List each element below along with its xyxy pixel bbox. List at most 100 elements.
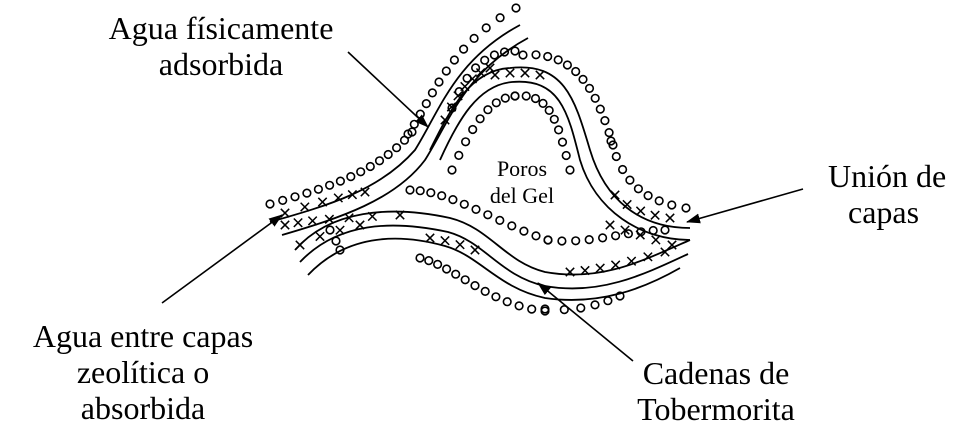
label-cadenas-tobermorita-line2: Tobermorita	[606, 391, 826, 427]
water-circle	[481, 288, 489, 296]
water-circle	[564, 61, 572, 69]
water-circle	[559, 138, 567, 146]
water-circle	[544, 236, 552, 244]
water-circle	[503, 298, 511, 306]
water-circle	[266, 200, 274, 208]
water-circle	[384, 151, 392, 159]
water-circle	[470, 35, 478, 43]
water-circle	[315, 186, 323, 194]
water-circle	[393, 144, 401, 152]
water-circle	[406, 186, 414, 194]
label-poros-gel-line2: del Gel	[452, 182, 592, 209]
water-circle	[511, 47, 519, 55]
label-cadenas-tobermorita-line1: Cadenas de	[606, 355, 826, 391]
water-circle	[279, 197, 287, 205]
water-cross	[491, 71, 499, 79]
water-cross	[611, 261, 619, 269]
water-cross	[301, 203, 309, 211]
water-circle	[558, 237, 566, 245]
water-cross	[348, 190, 356, 198]
label-union-capas-line1: Unión de	[828, 158, 977, 194]
water-circle	[512, 4, 520, 12]
water-circle	[619, 166, 627, 174]
water-circle	[376, 157, 384, 165]
water-circle	[451, 56, 459, 64]
water-circle	[528, 305, 536, 313]
water-circle	[337, 177, 345, 185]
water-circle	[496, 14, 504, 22]
water-circle	[532, 51, 540, 59]
water-circle	[411, 121, 419, 129]
water-circle	[511, 92, 519, 100]
water-circle	[423, 100, 431, 108]
label-union-capas-line2: capas	[828, 194, 977, 230]
arrow-union-capas	[687, 189, 803, 222]
label-agua-fisica-line1: Agua físicamente	[82, 10, 360, 46]
water-circle	[635, 185, 643, 193]
water-circle	[655, 197, 663, 205]
water-cross	[281, 221, 289, 229]
water-circle	[476, 115, 484, 123]
water-circle	[605, 129, 613, 137]
water-cross	[308, 217, 316, 225]
water-cross	[461, 82, 469, 90]
water-circle	[554, 56, 562, 64]
label-poros-gel: Poros del Gel	[452, 155, 592, 209]
water-cross	[506, 69, 514, 77]
water-circle	[572, 237, 580, 245]
water-circle	[515, 302, 523, 310]
water-cross	[666, 214, 674, 222]
water-circle	[367, 163, 375, 171]
arrow-agua-fisica	[348, 52, 428, 127]
label-agua-fisica-line2: adsorbida	[82, 46, 360, 82]
water-circle	[427, 189, 435, 197]
water-circle	[649, 227, 657, 235]
water-circle	[508, 222, 516, 230]
water-circle	[326, 182, 334, 190]
label-agua-entre-capas-line3: absorbida	[0, 390, 286, 426]
water-circle	[519, 51, 527, 59]
water-circle	[482, 24, 490, 32]
water-cross	[606, 221, 614, 229]
water-circle	[626, 176, 634, 184]
water-circle	[493, 99, 501, 107]
label-agua-entre-capas: Agua entre capas zeolítica o absorbida	[0, 318, 286, 426]
water-cross	[536, 71, 544, 79]
water-circle	[469, 126, 477, 134]
water-circle	[347, 173, 355, 181]
label-poros-gel-line1: Poros	[452, 155, 592, 182]
water-circle	[520, 227, 528, 235]
water-circle	[604, 297, 612, 305]
water-circle	[532, 95, 540, 103]
water-circle	[416, 254, 424, 262]
water-circle	[522, 92, 530, 100]
water-circle	[591, 301, 599, 309]
layer-line-7	[308, 239, 680, 300]
water-circle	[416, 187, 424, 195]
water-circle	[443, 265, 451, 273]
water-circle	[434, 261, 442, 269]
water-circle	[429, 89, 437, 97]
water-circle	[586, 85, 594, 93]
water-circle	[644, 192, 652, 200]
label-union-capas: Unión de capas	[828, 158, 977, 230]
water-circle	[461, 276, 469, 284]
water-circle	[462, 138, 470, 146]
water-circle	[460, 45, 468, 53]
water-cross	[426, 234, 434, 242]
water-circle	[601, 117, 609, 125]
water-cross	[596, 264, 604, 272]
water-circle	[551, 116, 559, 124]
water-circle	[291, 193, 299, 201]
water-cross	[471, 246, 479, 254]
water-circle	[539, 100, 547, 108]
water-circle	[599, 234, 607, 242]
water-circle	[326, 226, 334, 234]
water-circle	[612, 232, 620, 240]
water-cross	[456, 240, 464, 248]
water-circle	[502, 94, 510, 102]
label-agua-entre-capas-line2: zeolítica o	[0, 354, 286, 390]
water-circle	[491, 51, 499, 59]
layer-line-6	[300, 226, 688, 289]
water-circle	[579, 76, 587, 84]
